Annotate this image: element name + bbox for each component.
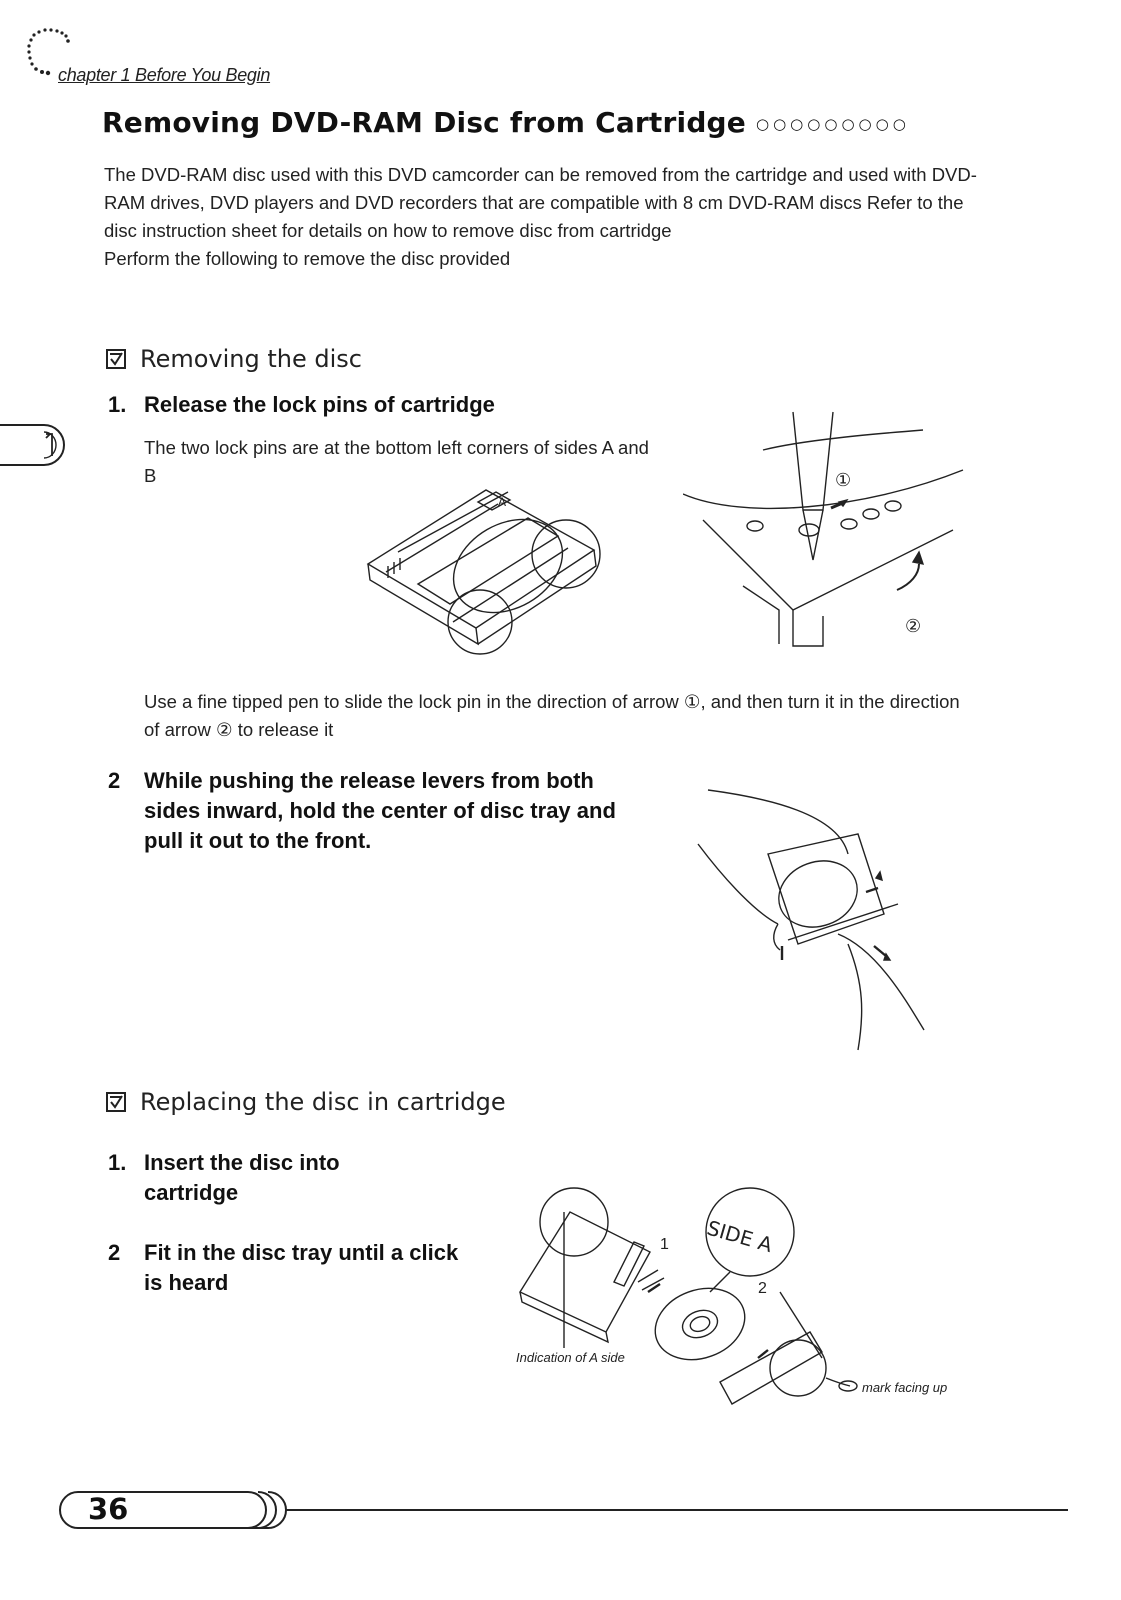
chapter-dots-icon [27,28,70,76]
page-number: 36 [88,1492,129,1526]
step-title: While pushing the release levers from bo… [144,768,616,853]
replacing-step-2-title: 2 Fit in the disc tray until a click is … [108,1238,478,1298]
checkbox-icon [106,349,126,369]
tray-removal-illustration [697,789,925,1051]
intro-line2: Perform the following to remove the disc… [104,248,511,269]
page-title-text: Removing DVD-RAM Disc from Cartridge [102,106,746,139]
removing-step-1-desc: The two lock pins are at the bottom left… [144,437,649,486]
indication-side-label: Indication of A side [516,1350,625,1365]
step-number: 2 [108,1240,121,1265]
arrow-1-label: ① [835,470,851,491]
figure-number-2: 2 [758,1280,767,1297]
figure-number-1: 1 [660,1236,669,1253]
mark-facing-label: mark facing up [862,1380,948,1395]
disc-insert-figure: SIDE A 1 2 Indication of A side mark fac… [510,1172,960,1422]
removing-step-2-title: 2 While pushing the release levers from … [108,766,638,856]
intro-paragraph: The DVD-RAM disc used with this DVD camc… [104,164,977,241]
checkbox-icon [106,1092,126,1112]
step-number: 1. [108,392,127,417]
disc-insert-illustration: SIDE A [518,1187,858,1405]
removing-heading-text: Removing the disc [140,345,362,373]
removing-heading: Removing the disc [106,345,362,373]
cartridge-side-label: A [498,495,506,509]
step-title: Release the lock pins of cartridge [144,392,495,417]
page-footer: 36 [58,1488,1068,1530]
chapter-label: chapter 1 Before You Begin [58,65,271,85]
side-a-label: SIDE A [704,1216,775,1258]
intro-text: The DVD-RAM disc used with this DVD camc… [104,161,984,273]
step-title: Insert the disc into cartridge [144,1150,340,1205]
arrow-2-label: ② [905,616,921,637]
removing-step-1-instruction: Use a fine tipped pen to slide the lock … [144,691,960,740]
removing-step-1-title: 1. Release the lock pins of cartridge [108,390,668,420]
step-number: 1. [108,1150,127,1175]
chapter-1-tab-icon [0,424,65,466]
step-title: Fit in the disc tray until a click is he… [144,1240,459,1295]
replacing-heading-text: Replacing the disc in cartridge [140,1088,506,1116]
chapter-header: chapter 1 Before You Begin [18,24,418,94]
cartridge-illustration: A [366,489,601,655]
lock-pin-illustration: ① ② [683,411,964,647]
replacing-step-1-title: 1. Insert the disc into cartridge [108,1148,388,1208]
replacing-heading: Replacing the disc in cartridge [106,1088,506,1116]
page-title: Removing DVD-RAM Disc from Cartridge ○○○○… [102,106,910,139]
step-number: 2 [108,768,121,793]
footer-rule-icon [59,1491,1068,1529]
title-dots: ○○○○○○○○○ [756,115,910,133]
